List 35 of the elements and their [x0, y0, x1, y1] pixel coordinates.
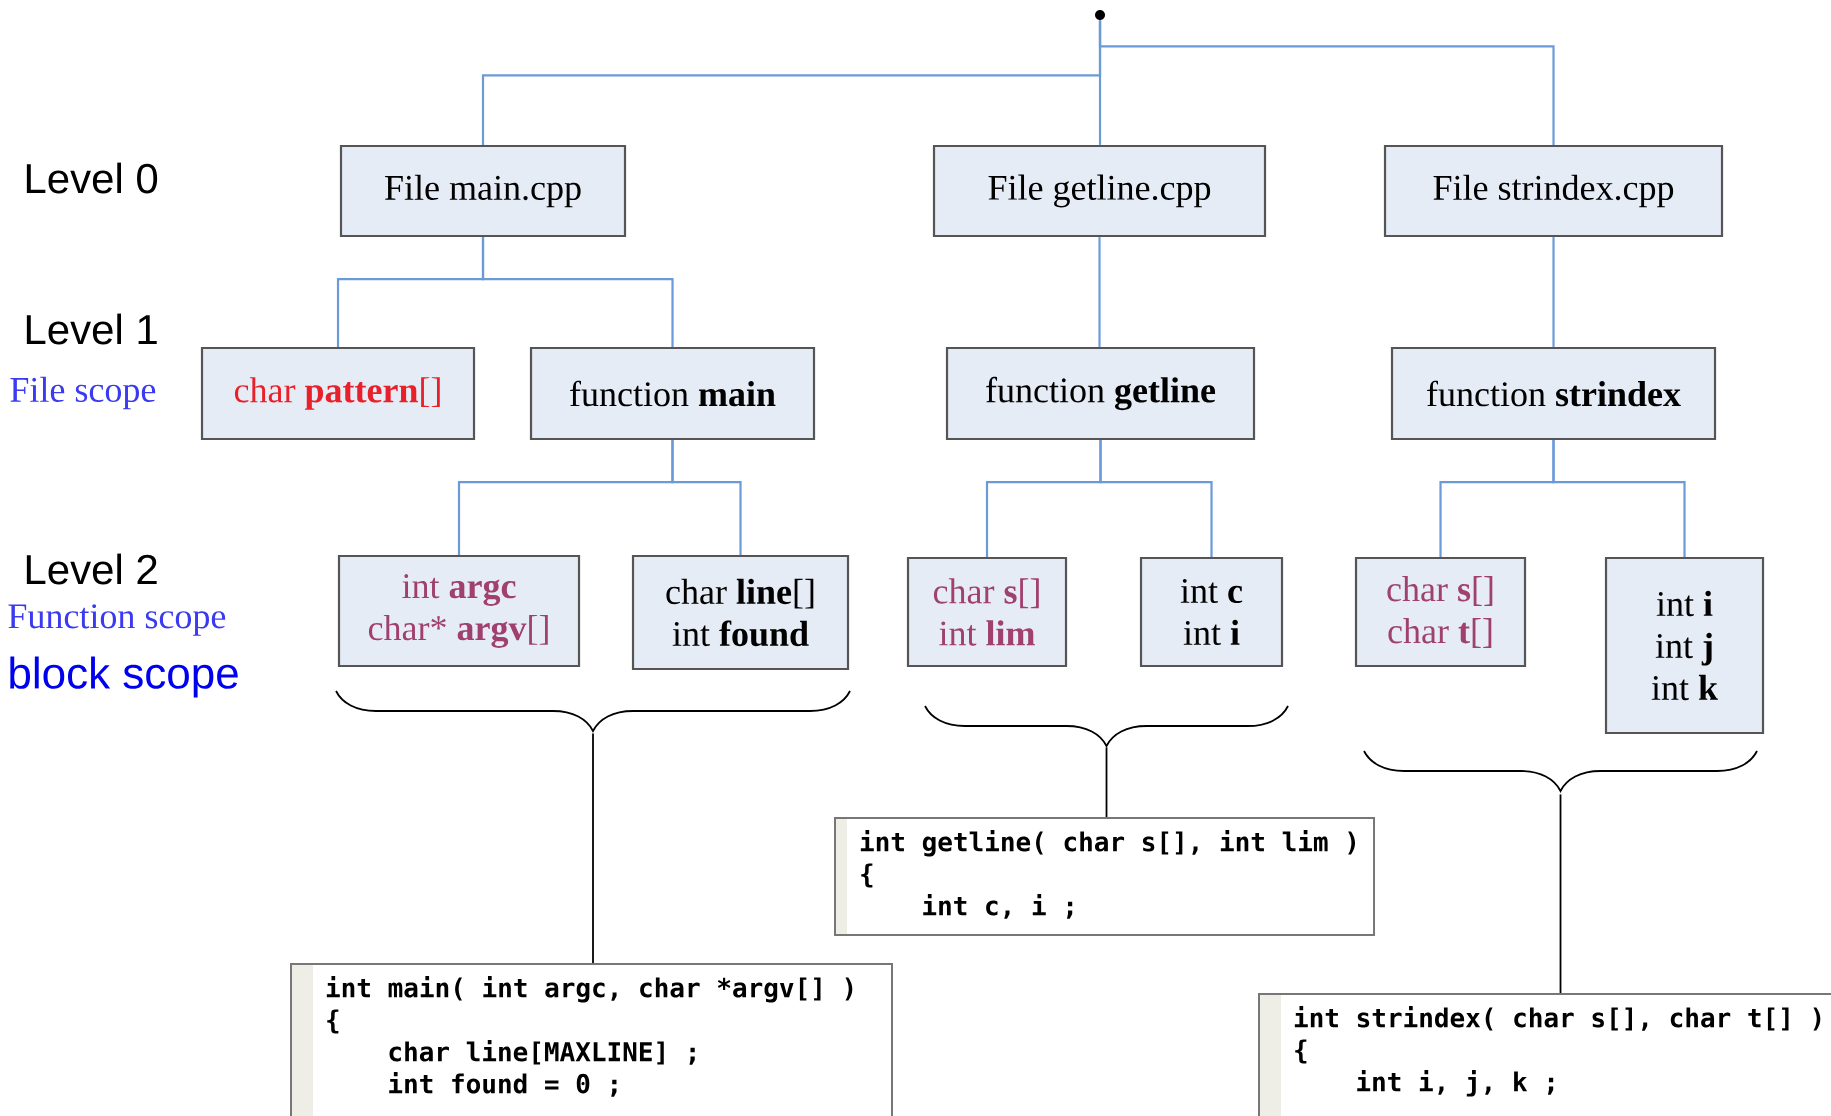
scope-box: int i int j int k: [1604, 556, 1765, 735]
tree-line: [1098, 20, 1555, 145]
tree-line: [481, 237, 674, 347]
scope-box: int c int i: [1139, 556, 1284, 668]
side-label: block scope: [10, 656, 238, 698]
tree-line: [1098, 237, 1101, 347]
curly-brace: [1363, 750, 1758, 792]
scope-box: char s[] int lim: [906, 556, 1068, 668]
connector-line: [592, 732, 594, 964]
scope-box: File strindex.cpp: [1383, 144, 1724, 238]
side-label: Function scope: [8, 604, 226, 636]
connector-line: [1105, 746, 1108, 818]
scope-box: char pattern[]: [200, 346, 476, 441]
scope-box: char line[] int found: [631, 554, 850, 671]
scope-box: File main.cpp: [339, 144, 627, 238]
curly-brace: [924, 705, 1289, 747]
tree-line: [1552, 440, 1686, 557]
scope-box: char s[] char t[]: [1354, 556, 1527, 668]
side-label: Level 0: [26, 162, 158, 194]
tree-line: [1552, 237, 1555, 347]
scope-box: function strindex: [1390, 346, 1717, 441]
tree-line: [1099, 440, 1213, 557]
tree-line: [671, 440, 742, 555]
code-box: int getline( char s[], int lim ) { int c, i ;: [834, 817, 1375, 936]
scope-box: function getline: [945, 346, 1256, 441]
side-label: Level 2: [26, 553, 157, 585]
side-label: File scope: [10, 376, 156, 410]
scope-box: function main: [529, 346, 816, 441]
code-box: int main( int argc, char *argv[] ) { char line[MAXLINE] ; int found = 0 ;: [290, 963, 893, 1116]
side-label: Level 1: [26, 313, 157, 345]
code-box: int strindex( char s[], char t[] ) { int i, j, k ;: [1258, 993, 1831, 1116]
scope-box: File getline.cpp: [932, 144, 1267, 238]
connector-line: [1559, 793, 1562, 994]
curly-brace: [335, 690, 851, 732]
scope-box: int argc char* argv[]: [337, 554, 581, 668]
